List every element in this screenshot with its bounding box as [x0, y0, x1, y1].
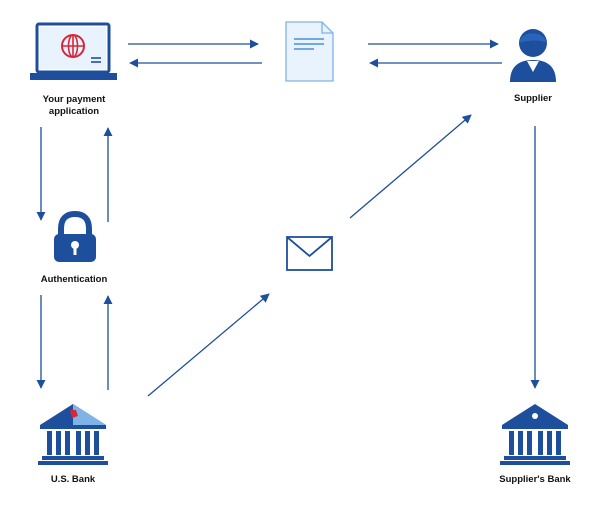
envelope-icon: [286, 236, 333, 271]
payment-app-label-line2: application: [48, 106, 100, 117]
person-icon: [510, 29, 556, 82]
payment-app-label-line1: Your payment: [42, 94, 106, 105]
bank-icon: [500, 404, 570, 465]
authentication-label: Authentication: [40, 274, 108, 285]
supplier-label: Supplier: [513, 93, 552, 104]
us-bank-label: U.S. Bank: [50, 474, 96, 485]
supplier-bank-label: Supplier's Bank: [499, 474, 571, 485]
arrow-usbank-to-message: [147, 293, 270, 397]
laptop-globe-icon: [30, 22, 117, 80]
arrow-message-to-supplier: [349, 114, 472, 219]
bank-icon: [38, 404, 108, 465]
lock-icon: [54, 210, 96, 262]
document-icon: [285, 21, 334, 82]
payment-app-label: Your payment application: [24, 94, 124, 118]
